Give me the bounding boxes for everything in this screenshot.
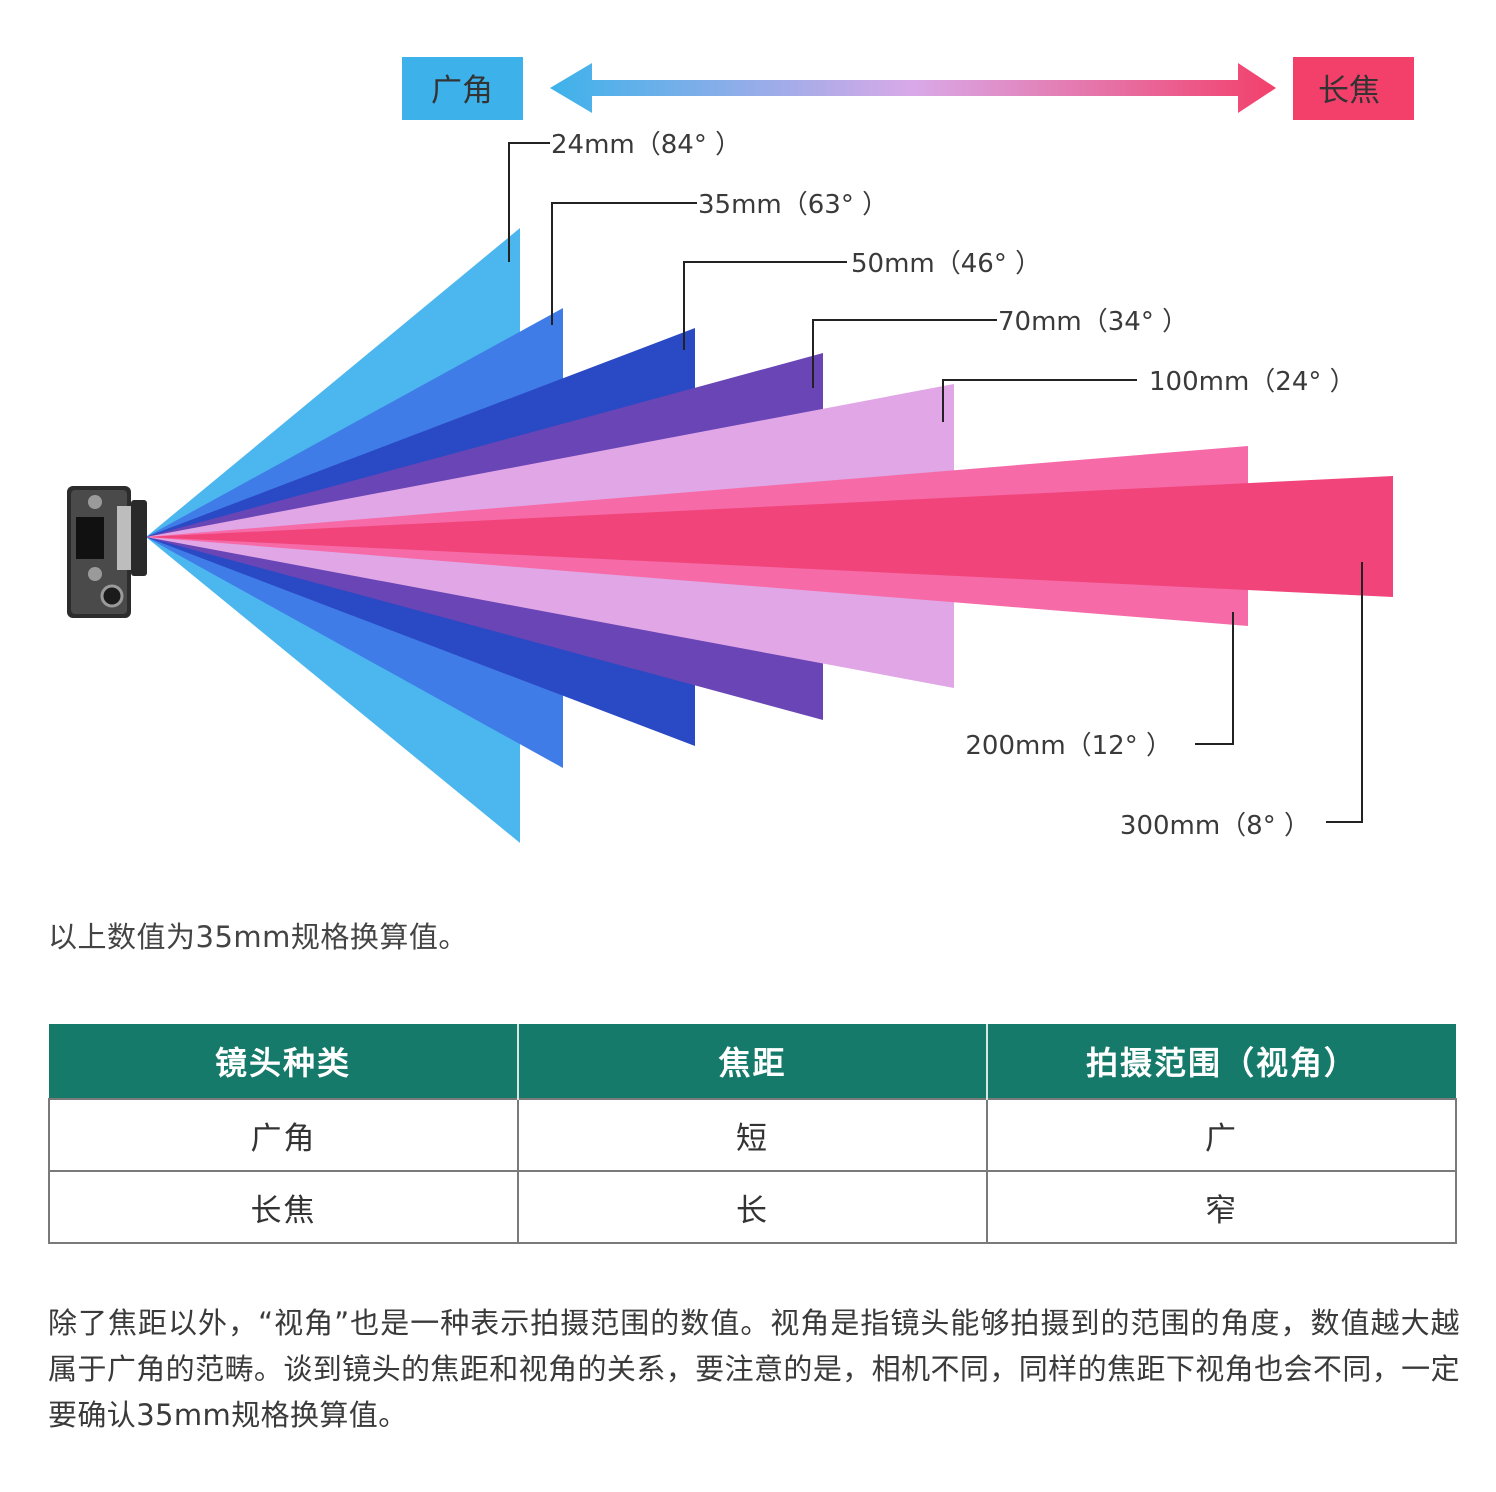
cell-shooting-range: 广: [986, 1098, 1457, 1172]
header-focal-length: 焦距: [517, 1024, 987, 1099]
cell-focal-length: 短: [517, 1098, 988, 1172]
label-24mm: 24mm（84° ）: [551, 130, 741, 160]
explanation-paragraph: 除了焦距以外，“视角”也是一种表示拍摄范围的数值。视角是指镜头能够拍摄到的范围的…: [48, 1306, 1460, 1432]
header-shooting-range: 拍摄范围（视角）: [986, 1024, 1456, 1099]
table-row: 长焦 长 窄: [48, 1170, 1457, 1244]
wide-angle-tag: 广角: [431, 73, 493, 109]
table-header-row: 镜头种类 焦距 拍摄范围（视角）: [49, 1024, 1456, 1099]
table-row: 广角 短 广: [48, 1098, 1457, 1172]
label-100mm: 100mm（24° ）: [1149, 367, 1356, 397]
label-300mm: 300mm（8° ）: [1120, 811, 1310, 841]
cell-lens-type: 广角: [48, 1098, 519, 1172]
leader-lines: [508, 142, 1363, 823]
label-35mm: 35mm（63° ）: [698, 190, 888, 220]
cell-lens-type: 长焦: [48, 1170, 519, 1244]
lens-comparison-table: 镜头种类 焦距 拍摄范围（视角） 广角 短 广 长焦 长 窄: [48, 1024, 1457, 1244]
cell-shooting-range: 窄: [986, 1170, 1457, 1244]
fov-wedge-300mm: [146, 476, 1393, 597]
field-of-view-diagram: 广角 长焦 24mm（84° ） 35mm（63° ） 50mm（46° ） 7…: [67, 57, 1414, 843]
camera-icon: [67, 486, 147, 618]
range-arrow: [550, 63, 1276, 113]
label-50mm: 50mm（46° ）: [851, 249, 1041, 279]
telephoto-tag-bg: [1293, 57, 1414, 120]
header-lens-type: 镜头种类: [49, 1024, 518, 1099]
cell-focal-length: 长: [517, 1170, 988, 1244]
label-70mm: 70mm（34° ）: [998, 307, 1188, 337]
wide-angle-tag-bg: [402, 57, 523, 120]
telephoto-tag: 长焦: [1318, 73, 1380, 109]
conversion-note: 以上数值为35mm规格换算值。: [48, 920, 468, 954]
label-200mm: 200mm（12° ）: [965, 731, 1172, 761]
